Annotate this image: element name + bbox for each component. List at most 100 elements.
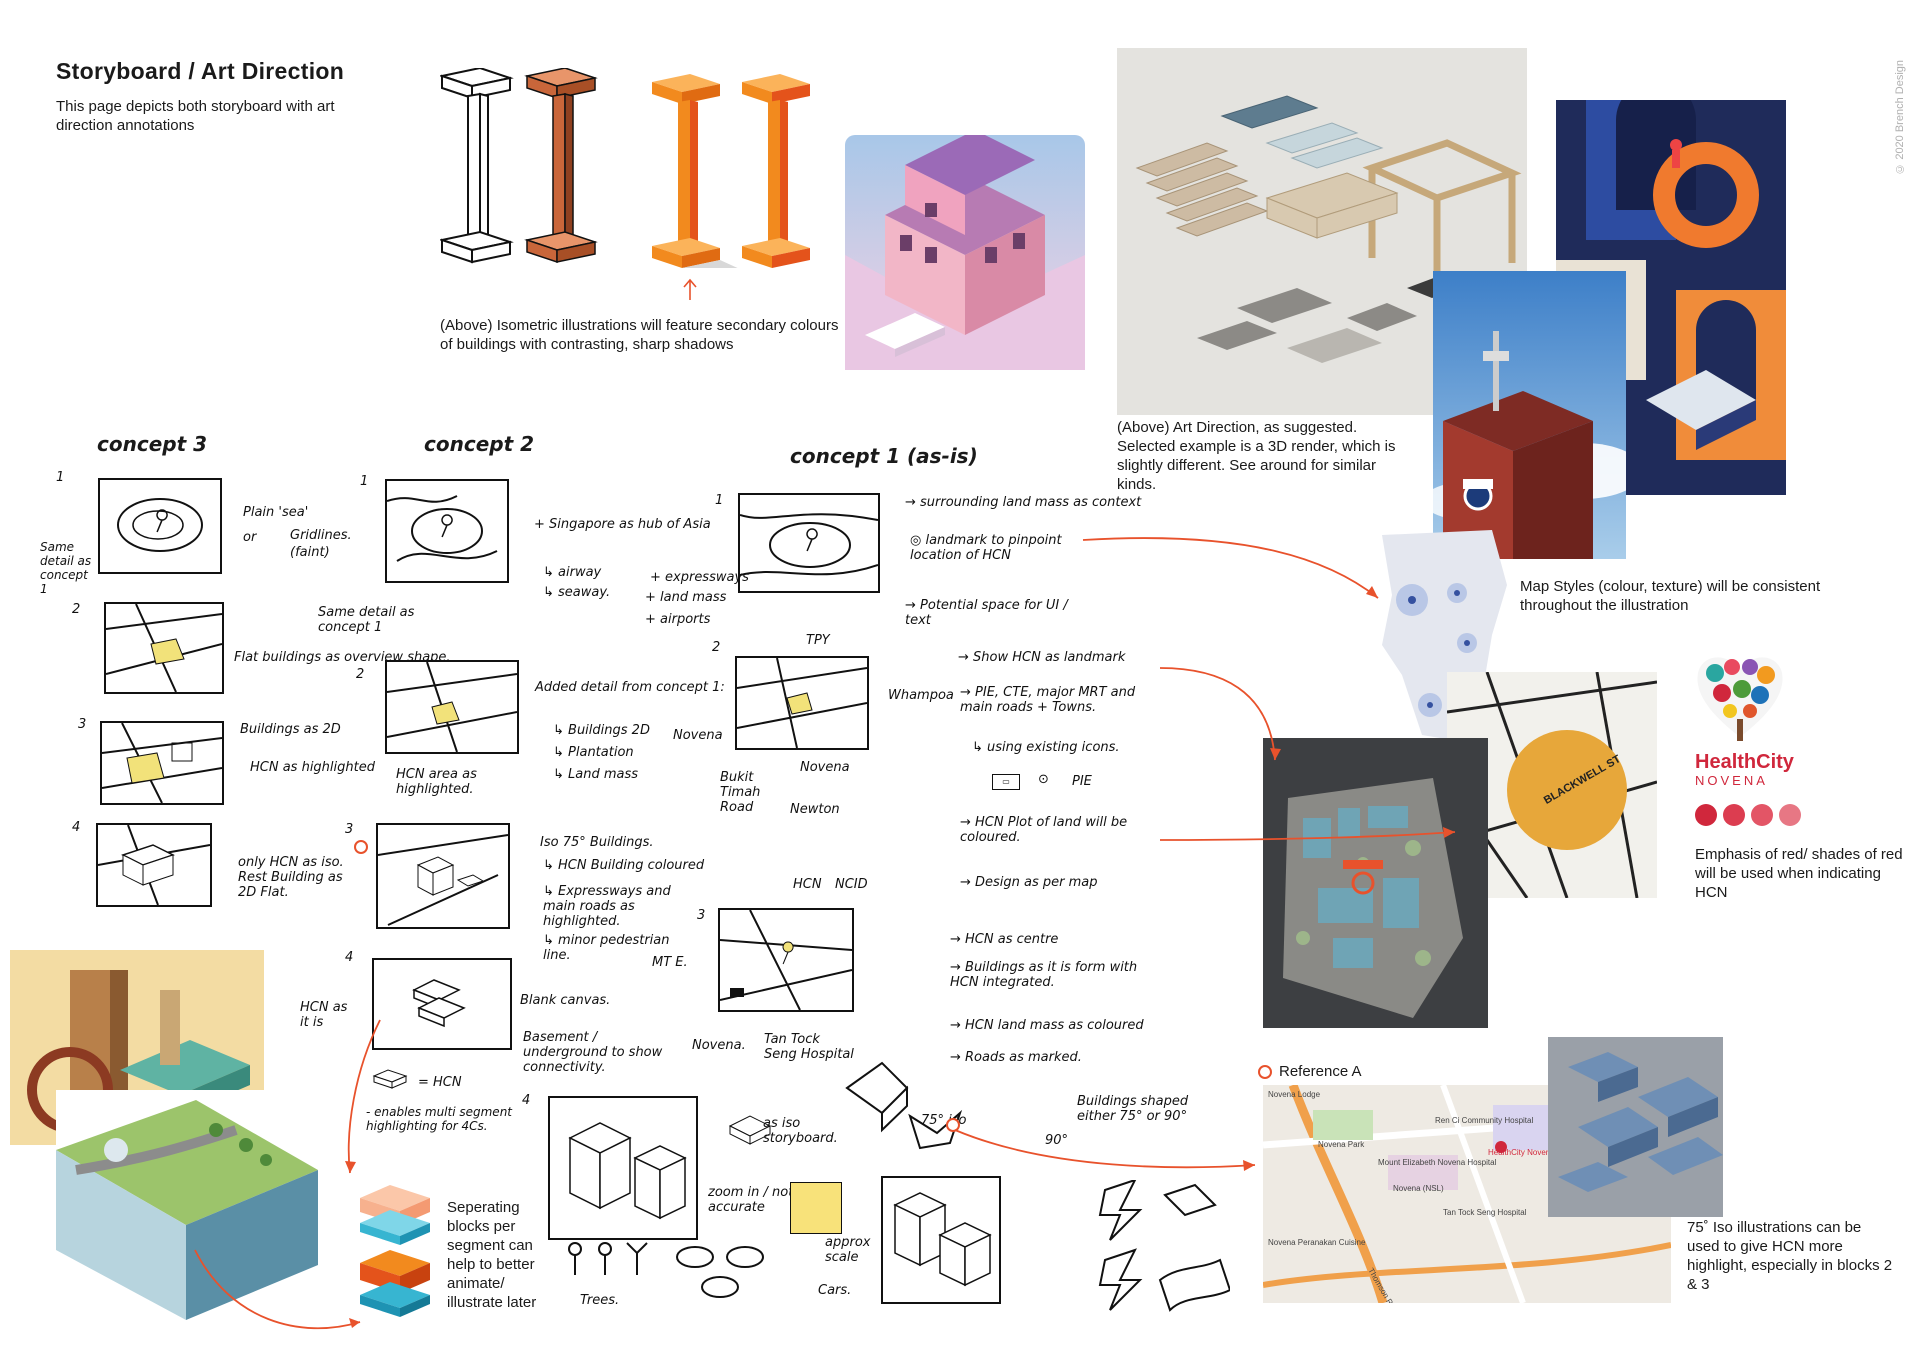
c2-number-3: 3 xyxy=(345,822,354,837)
c2-note-1c: ↳ seaway. xyxy=(543,585,611,600)
c3-note-4: only HCN as iso. Rest Building as 2D Fla… xyxy=(238,855,344,900)
c2-note-2c: ↳ Plantation xyxy=(553,745,634,760)
c1-note-2e: Novena xyxy=(800,760,850,775)
c3-note-1c: Gridlines. xyxy=(290,528,352,543)
mrt-icon: ▭ xyxy=(992,774,1020,790)
c2-sketch-2 xyxy=(385,660,519,754)
c2-number-4: 4 xyxy=(345,950,354,965)
isometric-caption: (Above) Isometric illustrations will fea… xyxy=(440,317,839,353)
c1-sketch-2 xyxy=(735,656,869,750)
c2-note-1b: ↳ airway xyxy=(543,565,602,580)
beam-brown xyxy=(524,68,598,264)
map-label-healthcity: HealthCity Novena xyxy=(1488,1148,1555,1157)
c1-note-r5: → PIE, CTE, major MRT and main roads + T… xyxy=(960,685,1136,715)
c3-number-1: 1 xyxy=(56,470,65,485)
c1-sketch-4 xyxy=(548,1096,698,1240)
c2-note-2b: ↳ Buildings 2D xyxy=(553,723,650,738)
iso75-caption: 75˚ Iso illustrations can be used to giv… xyxy=(1687,1219,1893,1293)
c1-note-1c: + airports xyxy=(645,612,711,627)
c1-note-2d: Bukit Timah Road xyxy=(720,770,761,815)
c2-hcn-block-icon xyxy=(372,1069,408,1089)
c2-note-3c: ↳ Expressways and main roads as highligh… xyxy=(543,884,671,929)
c1-note-4h: Buildings shaped either 75° or 90° xyxy=(1077,1094,1189,1124)
separating-blocks-illustration xyxy=(360,1185,430,1317)
c2-note-3a: Iso 75° Buildings. xyxy=(540,835,654,850)
c1-note-4d: Trees. xyxy=(580,1293,620,1308)
swatch-red-1 xyxy=(1695,804,1717,826)
isometric-terrain-image xyxy=(56,1090,318,1332)
c1-sketch-1 xyxy=(738,493,880,593)
swatch-red-4 xyxy=(1779,804,1801,826)
c1-note-4e: Cars. xyxy=(818,1283,852,1298)
c2-note-4e: - enables multi segment highlighting for… xyxy=(366,1105,513,1133)
c1-note-4c: approx scale xyxy=(825,1235,871,1265)
map-label-novena-park: Novena Park xyxy=(1318,1140,1365,1149)
c2-sketch-4 xyxy=(372,958,512,1050)
arrow-to-blocks xyxy=(347,1019,381,1174)
c1-note-3d: Novena. xyxy=(692,1038,746,1053)
c1-note-2b: Whampoa xyxy=(888,688,954,703)
dark-campus-map-image xyxy=(1263,738,1488,1028)
c1-note-r4: → Show HCN as landmark xyxy=(958,650,1126,665)
arrow-to-street-map xyxy=(1159,831,1456,841)
c2-note-1a: + Singapore as hub of Asia xyxy=(534,517,711,532)
arrow-from-terrain xyxy=(194,1249,361,1330)
c2-3-marker xyxy=(354,840,368,854)
concept-1-heading: concept 1 (as-is) xyxy=(790,444,978,468)
emphasis-caption: Emphasis of red/ shades of red will be u… xyxy=(1695,846,1903,901)
c3-sketch-2 xyxy=(104,602,224,694)
c1-note-2c: Novena xyxy=(673,728,723,743)
c2-note-4d: = HCN xyxy=(418,1075,462,1090)
c1-note-1b: + land mass xyxy=(645,590,727,605)
arrow-to-dark-map xyxy=(1159,667,1276,761)
map-label-novena-nsl: Novena (NSL) xyxy=(1393,1184,1444,1193)
map-label-peranakan: Novena Peranakan Cuisine xyxy=(1268,1238,1366,1247)
map-label-novena-lodge: Novena Lodge xyxy=(1268,1090,1321,1099)
trees-and-cars-sketch xyxy=(568,1242,764,1298)
c2-note-same: Same detail as concept 1 xyxy=(318,605,415,635)
c3-sketch-3 xyxy=(100,721,224,805)
isometric-house-image xyxy=(845,135,1085,370)
c1-note-r6: ↳ using existing icons. xyxy=(972,740,1120,755)
c2-note-2a: Added detail from concept 1: xyxy=(535,680,725,695)
healthcity-heart-logo xyxy=(1697,657,1783,741)
beam-outline xyxy=(440,68,514,264)
c1-note-r8: → HCN Plot of land will be coloured. xyxy=(960,815,1128,845)
c2-note-4a: Blank canvas. xyxy=(520,993,611,1008)
arrow-up-icon xyxy=(683,278,697,300)
zone-building-image xyxy=(1433,271,1626,559)
logo-name: HealthCity xyxy=(1695,751,1794,773)
map-label-renci: Ren Ci Community Hospital xyxy=(1435,1116,1533,1125)
logo-sub: NOVENA xyxy=(1695,773,1768,788)
pin-icon: ⊙ xyxy=(1038,772,1049,787)
concept-2-heading: concept 2 xyxy=(424,432,535,456)
swatch-red-2 xyxy=(1723,804,1745,826)
c3-number-3: 3 xyxy=(78,717,87,732)
map-label-ttsh: Tan Tock Seng Hospital xyxy=(1443,1208,1527,1217)
c1-number-2: 2 xyxy=(712,640,721,655)
c2-note-4b: HCN as it is xyxy=(300,1000,348,1030)
c1-4-marker xyxy=(946,1118,960,1132)
c1-number-4: 4 xyxy=(522,1093,531,1108)
c2-number-2: 2 xyxy=(356,667,365,682)
c1-note-3c: MT E. xyxy=(652,955,688,970)
c3-number-2: 2 xyxy=(72,602,81,617)
map-label-mount-elizabeth: Mount Elizabeth Novena Hospital xyxy=(1378,1158,1497,1167)
beam-orange-a xyxy=(652,74,738,268)
c1-note-2f: Newton xyxy=(790,802,840,817)
c2-sketch-3 xyxy=(376,823,510,929)
c3-note-1b: or xyxy=(243,530,257,545)
hcn-red-swatches xyxy=(1695,804,1807,831)
blue-3d-render-image xyxy=(1548,1037,1723,1217)
c1-note-r3: → Potential space for UI / text xyxy=(905,598,1068,628)
c1-note-3a: HCN xyxy=(793,877,822,892)
c1-building-block-icon xyxy=(728,1115,772,1145)
c1-note-r2: ◎ landmark to pinpoint location of HCN xyxy=(910,533,1062,563)
c1-note-r10: → HCN as centre xyxy=(950,932,1059,947)
c2-note-4c: Basement / underground to show connectiv… xyxy=(523,1030,663,1075)
page-title: Storyboard / Art Direction xyxy=(56,58,345,84)
c1-note-4g: 90° xyxy=(1045,1133,1069,1148)
c2-note-3b: ↳ HCN Building coloured xyxy=(543,858,705,873)
art-direction-caption: (Above) Art Direction, as suggested. Sel… xyxy=(1117,419,1396,493)
c1-note-2a: TPY xyxy=(806,633,830,648)
